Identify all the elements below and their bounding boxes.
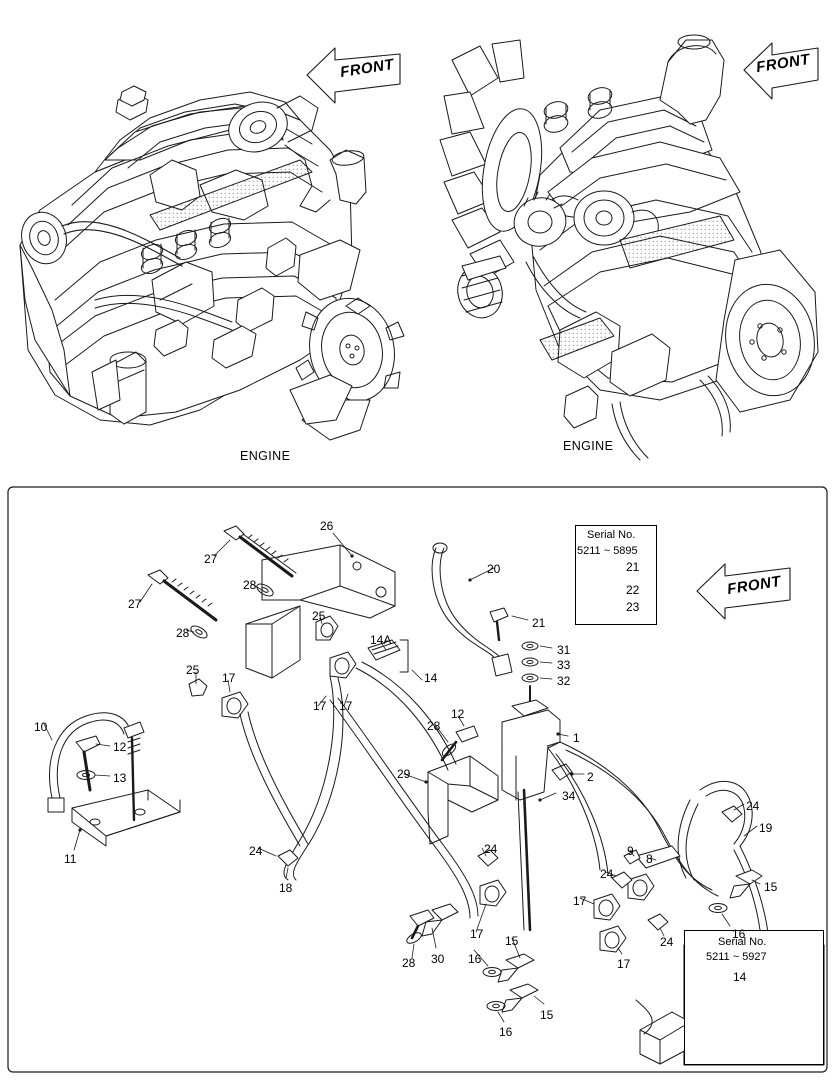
callout-24: 24 [249, 844, 263, 858]
callout-16: 16 [468, 952, 482, 966]
callout-14A: 14A [370, 633, 392, 647]
callout-11: 11 [64, 852, 77, 866]
caption-engine-right: ENGINE [563, 439, 614, 453]
callout-20: 20 [487, 562, 501, 576]
callout-27: 27 [204, 552, 218, 566]
serial-note-inset-line2: 5211 ~ 5927 [706, 951, 767, 963]
callout-24: 24 [484, 842, 498, 856]
callout-25: 25 [186, 663, 200, 677]
callout-34: 34 [562, 789, 576, 803]
callout-1: 1 [573, 731, 580, 745]
callout-24: 24 [660, 935, 674, 949]
callout-17: 17 [617, 957, 631, 971]
callout-17: 17 [222, 671, 236, 685]
callout-17: 17 [573, 894, 587, 908]
callout-12: 12 [113, 740, 127, 754]
serial-note-top-line2: 5211 ~ 5895 [577, 545, 638, 557]
serial-note-inset-line1: Serial No. [718, 936, 767, 948]
callout-15: 15 [540, 1008, 554, 1022]
callout-33: 33 [557, 658, 571, 672]
callout-2: 2 [587, 770, 594, 784]
callout-31: 31 [557, 643, 571, 657]
callout-17: 17 [470, 927, 484, 941]
serial-note-top-line1: Serial No. [587, 529, 636, 541]
caption-engine-left: ENGINE [240, 449, 291, 463]
callout-19: 19 [759, 821, 773, 835]
callout-14: 14 [424, 671, 438, 685]
callout-9: 9 [627, 844, 634, 858]
callout-16: 16 [732, 927, 746, 941]
callout-17: 17 [339, 699, 353, 713]
serial-note-top-item-23: 23 [626, 600, 640, 614]
callout-32: 32 [557, 674, 571, 688]
callout-13: 13 [113, 771, 127, 785]
callout-29: 29 [397, 767, 411, 781]
serial-note-inset-item-14: 14 [733, 970, 747, 984]
callout-18: 18 [279, 881, 293, 895]
callout-15: 15 [764, 880, 778, 894]
callout-24: 24 [600, 867, 614, 881]
callout-8: 8 [646, 852, 653, 866]
callout-10: 10 [34, 720, 48, 734]
serial-note-top-item-22: 22 [626, 583, 640, 597]
serial-note-inset-box [684, 930, 824, 1065]
callout-26: 26 [320, 519, 334, 533]
callout-24: 24 [746, 799, 760, 813]
callout-17: 17 [313, 699, 327, 713]
callout-28: 28 [243, 578, 257, 592]
callout-30: 30 [431, 952, 445, 966]
callout-12: 12 [451, 707, 465, 721]
callout-28: 28 [427, 719, 441, 733]
serial-note-top-box [575, 525, 657, 625]
callout-25: 25 [312, 609, 326, 623]
serial-note-top-item-21: 21 [626, 560, 640, 574]
callout-28: 28 [402, 956, 416, 970]
callout-27: 27 [128, 597, 142, 611]
callout-16: 16 [499, 1025, 513, 1039]
callout-28: 28 [176, 626, 190, 640]
callout-15: 15 [505, 934, 519, 948]
callout-21: 21 [532, 616, 546, 630]
